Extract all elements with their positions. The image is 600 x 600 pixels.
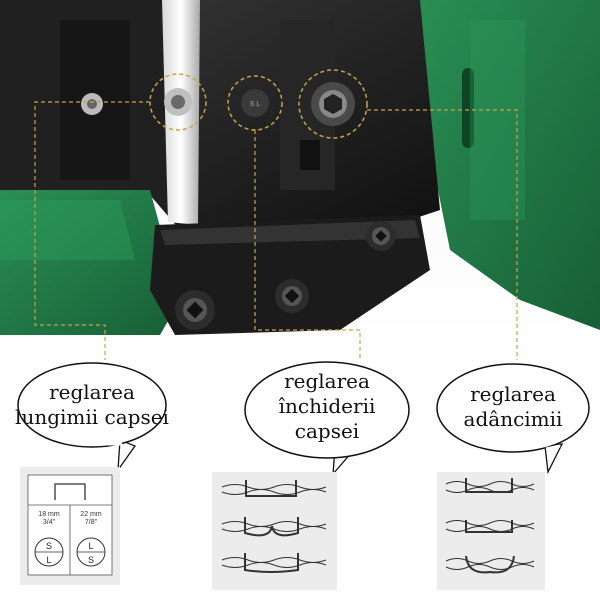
lower-plate bbox=[150, 215, 430, 335]
closing-adjuster-highlight: S L bbox=[227, 75, 283, 131]
green-housing-right bbox=[415, 0, 600, 330]
bubble-closing-line2: închiderii bbox=[279, 394, 376, 418]
bolt-right bbox=[366, 221, 396, 251]
bubble-length-line2: lungimii capsei bbox=[15, 405, 169, 429]
svg-text:S L: S L bbox=[250, 101, 261, 108]
bubble-closing: reglarea închiderii capsei bbox=[244, 361, 410, 476]
length-adjust-screw bbox=[81, 93, 103, 115]
bubble-depth: reglarea adâncimii bbox=[436, 363, 590, 475]
gauge-right-inch: 7/8" bbox=[85, 519, 98, 526]
depth-illustration-panel bbox=[437, 472, 545, 590]
depth-adjuster-highlight bbox=[298, 69, 368, 139]
bolt-bottom-middle bbox=[275, 279, 309, 313]
gauge-left-symbol-bottom: L bbox=[46, 555, 51, 565]
gauge-left-size: 18 mm bbox=[38, 511, 60, 518]
side-slot bbox=[462, 68, 474, 148]
closing-illustration-panel bbox=[212, 472, 337, 590]
gauge-right-symbol-top: L bbox=[88, 541, 93, 551]
gauge-left-inch: 3/4" bbox=[43, 519, 56, 526]
bubble-closing-line1: reglarea bbox=[284, 369, 370, 393]
gauge-left-symbol-top: S bbox=[46, 541, 52, 551]
bubble-closing-line3: capsei bbox=[295, 419, 359, 443]
bubble-length-line1: reglarea bbox=[49, 380, 135, 404]
bubble-length: reglarea lungimii capsei bbox=[15, 362, 169, 473]
bolt-bottom-left bbox=[175, 290, 215, 330]
gauge-right-symbol-bottom: S bbox=[88, 555, 94, 565]
gauge-right-size: 22 mm bbox=[80, 511, 102, 518]
length-gauge-panel: 18 mm 3/4" 22 mm 7/8" S L L S bbox=[20, 467, 120, 585]
leader-lines bbox=[34, 101, 518, 360]
bubble-depth-line2: adâncimii bbox=[464, 407, 563, 431]
length-adjuster-highlight bbox=[149, 73, 207, 131]
bubble-depth-line1: reglarea bbox=[470, 382, 556, 406]
